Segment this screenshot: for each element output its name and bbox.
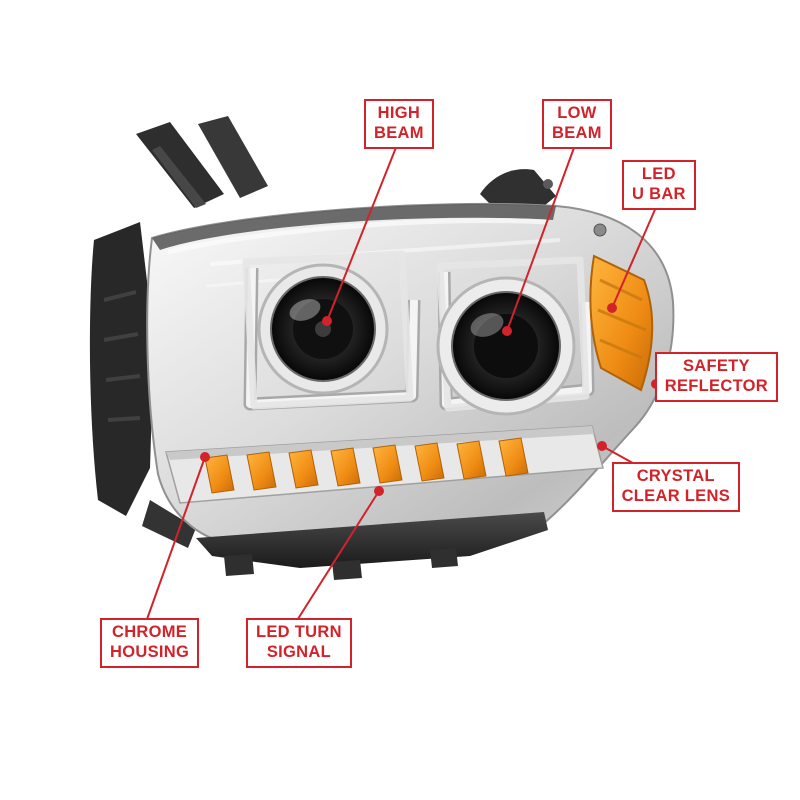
dot-crystal-clear-lens [597, 441, 607, 451]
callout-low-beam: LOW BEAM [542, 99, 612, 149]
callout-lines [145, 144, 701, 623]
callout-crystal-clear-lens: CRYSTAL CLEAR LENS [611, 462, 740, 512]
dot-high-beam [322, 316, 332, 326]
dot-low-beam [502, 326, 512, 336]
callout-safety-reflector: SAFETY REFLECTOR [654, 352, 778, 402]
led-turn-signal-segments [204, 437, 529, 494]
callout-led-turn-signal: LED TURN SIGNAL [246, 618, 352, 668]
mounting-brackets [89, 116, 556, 548]
high-beam-projector [242, 250, 414, 410]
low-beam-projector [436, 256, 590, 416]
callout-chrome-housing: CHROME HOUSING [100, 618, 200, 668]
led-turn-signal-strip [165, 425, 604, 504]
callout-led-u-bar: LED U BAR [622, 160, 696, 210]
dot-led-u-bar [607, 303, 617, 313]
dot-led-turn-signal [374, 486, 384, 496]
dot-chrome-housing [200, 452, 210, 462]
amber-safety-reflector [589, 254, 654, 392]
callout-high-beam: HIGH BEAM [364, 99, 434, 149]
housing-base [196, 512, 548, 580]
